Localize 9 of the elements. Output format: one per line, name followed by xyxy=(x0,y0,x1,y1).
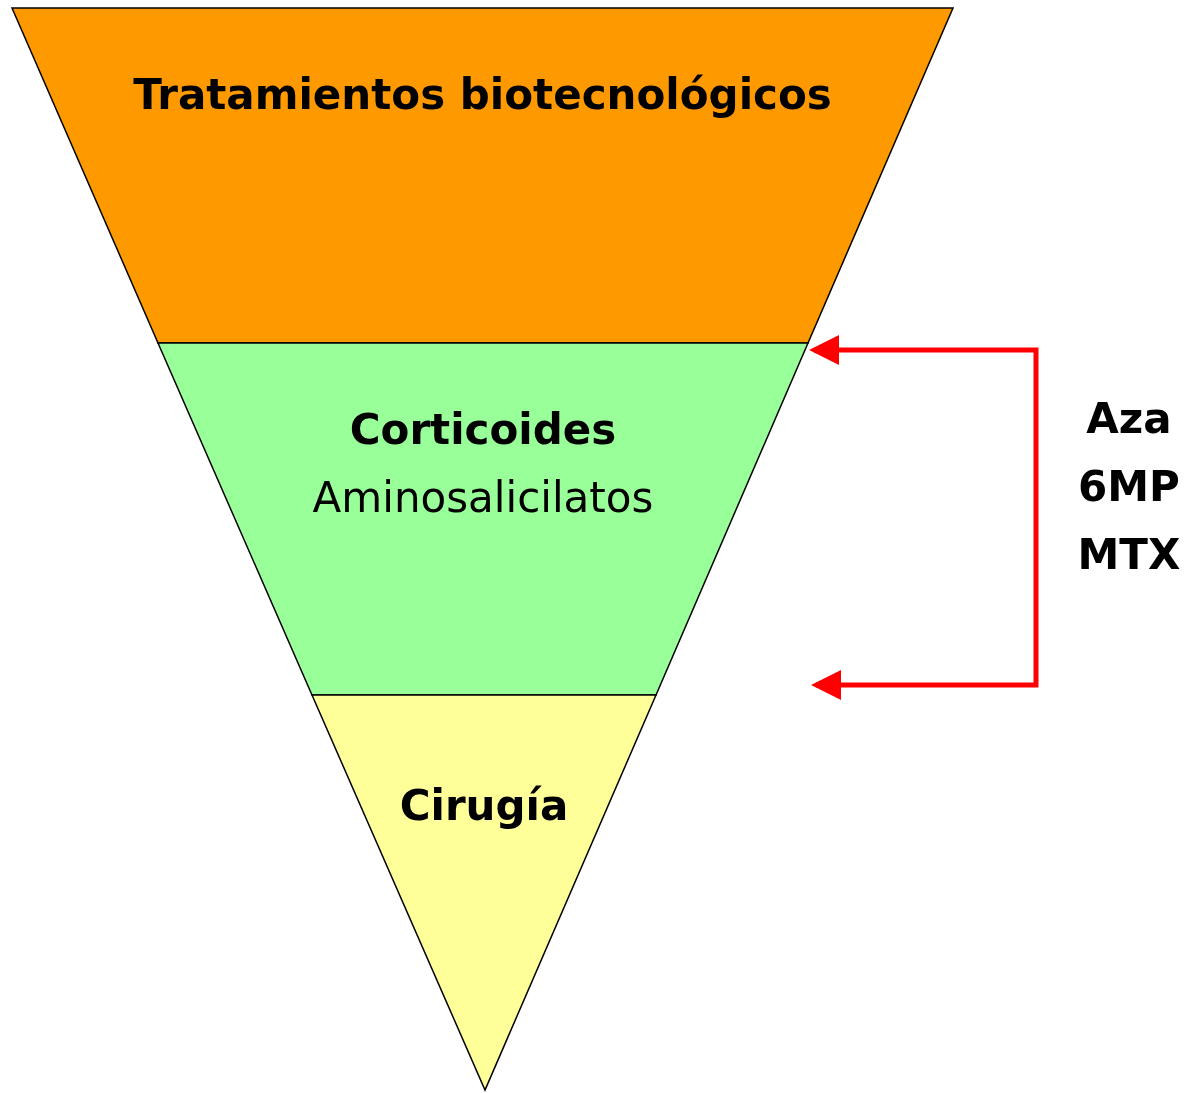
band-sublabel: Aminosalicilatos xyxy=(312,473,654,524)
drug-label: 6MP xyxy=(1078,462,1180,513)
drug-label: MTX xyxy=(1077,530,1181,581)
bracket-arrow xyxy=(811,499,1039,700)
bracket-arrow xyxy=(809,335,1039,499)
band-label: Cirugía xyxy=(399,781,569,832)
band-label: Corticoides xyxy=(349,405,617,456)
drug-label: Aza xyxy=(1086,394,1172,445)
band-label: Tratamientos biotecnológicos xyxy=(133,70,832,121)
